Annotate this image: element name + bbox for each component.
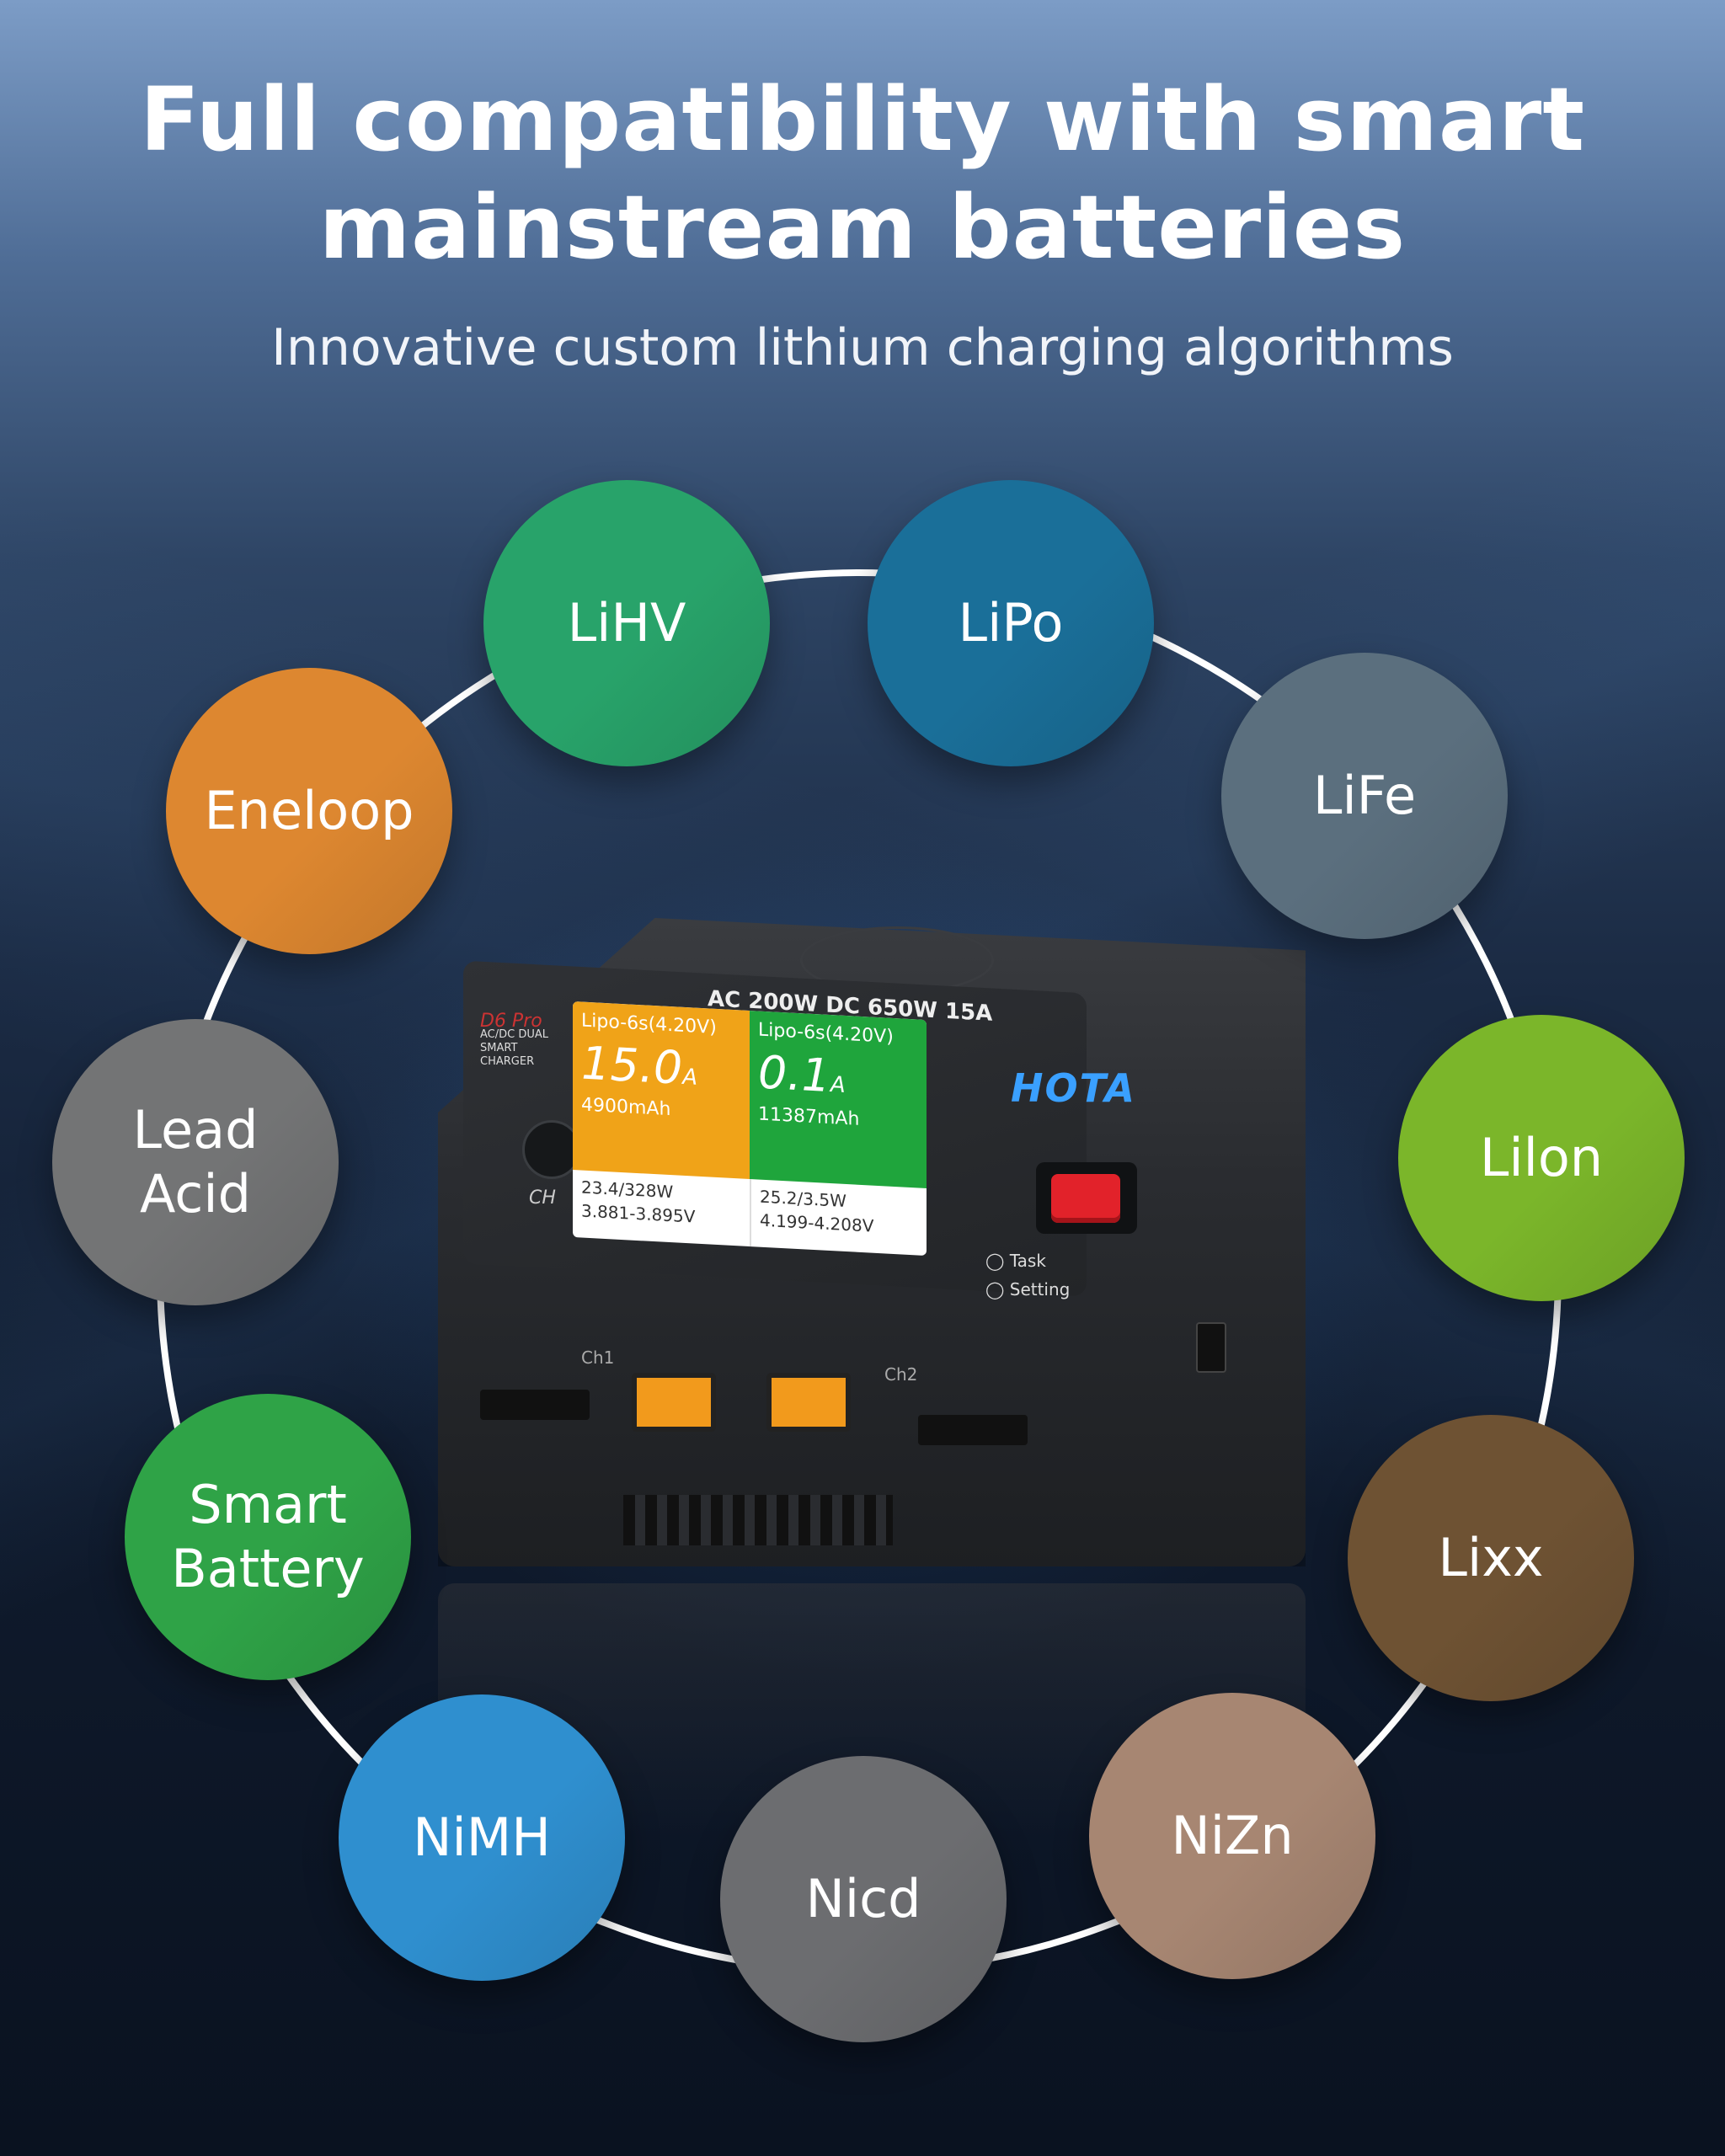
usb-port[interactable] xyxy=(1196,1322,1226,1373)
charger-display: Lipo-6s(4.20V) 15.0A 4900mAh Lipo-6s(4.2… xyxy=(573,1001,927,1257)
ch1-stats: 23.4/328W 3.881-3.895V xyxy=(573,1170,750,1246)
battery-type-nizn: NiZn xyxy=(1089,1693,1375,1979)
page-subtitle: Innovative custom lithium charging algor… xyxy=(271,318,1454,377)
ch2-current: 0.1A xyxy=(758,1045,846,1103)
ch2-balance-port[interactable] xyxy=(918,1415,1028,1445)
ch2-stats: 25.2/3.5W 4.199-4.208V xyxy=(750,1179,927,1257)
ch-button-label: CH xyxy=(529,1187,556,1209)
battery-type-life: LiFe xyxy=(1221,653,1508,939)
battery-type-lihv: LiHV xyxy=(483,480,770,766)
charger-type-line1: AC/DC DUAL xyxy=(480,1028,549,1041)
hota-logo: HOTA xyxy=(1011,1065,1137,1111)
ch1-panel: Lipo-6s(4.20V) 15.0A 4900mAh xyxy=(573,1001,750,1179)
battery-type-smart-battery: Smart Battery xyxy=(125,1394,411,1680)
ch2-port-label: Ch2 xyxy=(884,1364,918,1385)
ch2-xt60-port[interactable] xyxy=(766,1373,851,1432)
ch1-xt60-port[interactable] xyxy=(632,1373,716,1432)
task-label: ◯ Task xyxy=(985,1251,1046,1271)
ch2-capacity: 11387mAh xyxy=(758,1103,860,1130)
power-switch-knob[interactable] xyxy=(1051,1174,1120,1223)
battery-type-nimh: NiMH xyxy=(339,1694,625,1981)
task-setting-labels: ◯ Task ◯ Setting xyxy=(985,1246,1070,1304)
battery-type-lilon: Lilon xyxy=(1398,1015,1685,1301)
ch2-profile: Lipo-6s(4.20V) xyxy=(758,1019,894,1048)
charger-type-line2: SMART CHARGER xyxy=(480,1042,535,1068)
ch1-profile: Lipo-6s(4.20V) xyxy=(581,1010,717,1038)
battery-type-nicd: Nicd xyxy=(720,1756,1007,2042)
battery-type-eneloop: Eneloop xyxy=(166,668,452,954)
vent-grille xyxy=(623,1495,893,1545)
ch1-capacity: 4900mAh xyxy=(581,1094,671,1121)
ch1-port-label: Ch1 xyxy=(581,1348,615,1368)
battery-type-lixx: Lixx xyxy=(1348,1415,1634,1701)
power-switch[interactable] xyxy=(1036,1162,1137,1234)
battery-type-lead-acid: Lead Acid xyxy=(52,1019,339,1305)
output-ports: Ch1 Ch2 xyxy=(480,1348,1070,1482)
setting-label: ◯ Setting xyxy=(985,1279,1071,1299)
ch1-current: 15.0A xyxy=(581,1036,698,1095)
ch2-panel: Lipo-6s(4.20V) 0.1A 11387mAh xyxy=(750,1011,927,1189)
battery-type-lipo: LiPo xyxy=(868,480,1154,766)
ch1-balance-port[interactable] xyxy=(480,1390,590,1420)
page-title: Full compatibility with smart mainstream… xyxy=(139,68,1586,279)
model-name: D6 Pro xyxy=(480,1011,542,1032)
charger-device: D6 Pro AC/DC DUAL SMART CHARGER CH Lipo-… xyxy=(430,893,1314,1583)
charger-model-label: D6 Pro AC/DC DUAL SMART CHARGER xyxy=(480,1011,573,1069)
